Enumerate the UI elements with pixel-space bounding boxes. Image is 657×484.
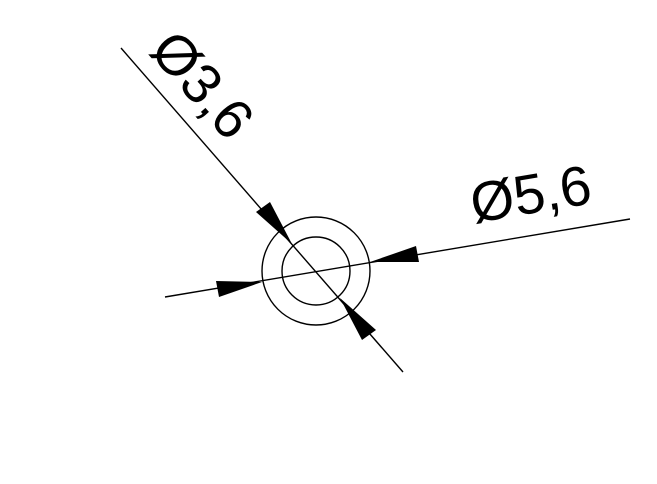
- inner-diameter-arrow-bottom: [340, 298, 376, 340]
- outer-diameter-label: Ø5,6: [466, 153, 596, 235]
- outer-diameter-arrow-right: [370, 246, 419, 262]
- inner-diameter-label: Ø3,6: [139, 18, 267, 151]
- outer-circle: [261, 216, 371, 326]
- inner-diameter-arrow-top: [256, 202, 292, 244]
- outer-diameter-arrow-left: [216, 281, 262, 297]
- inner-circle: [281, 236, 351, 306]
